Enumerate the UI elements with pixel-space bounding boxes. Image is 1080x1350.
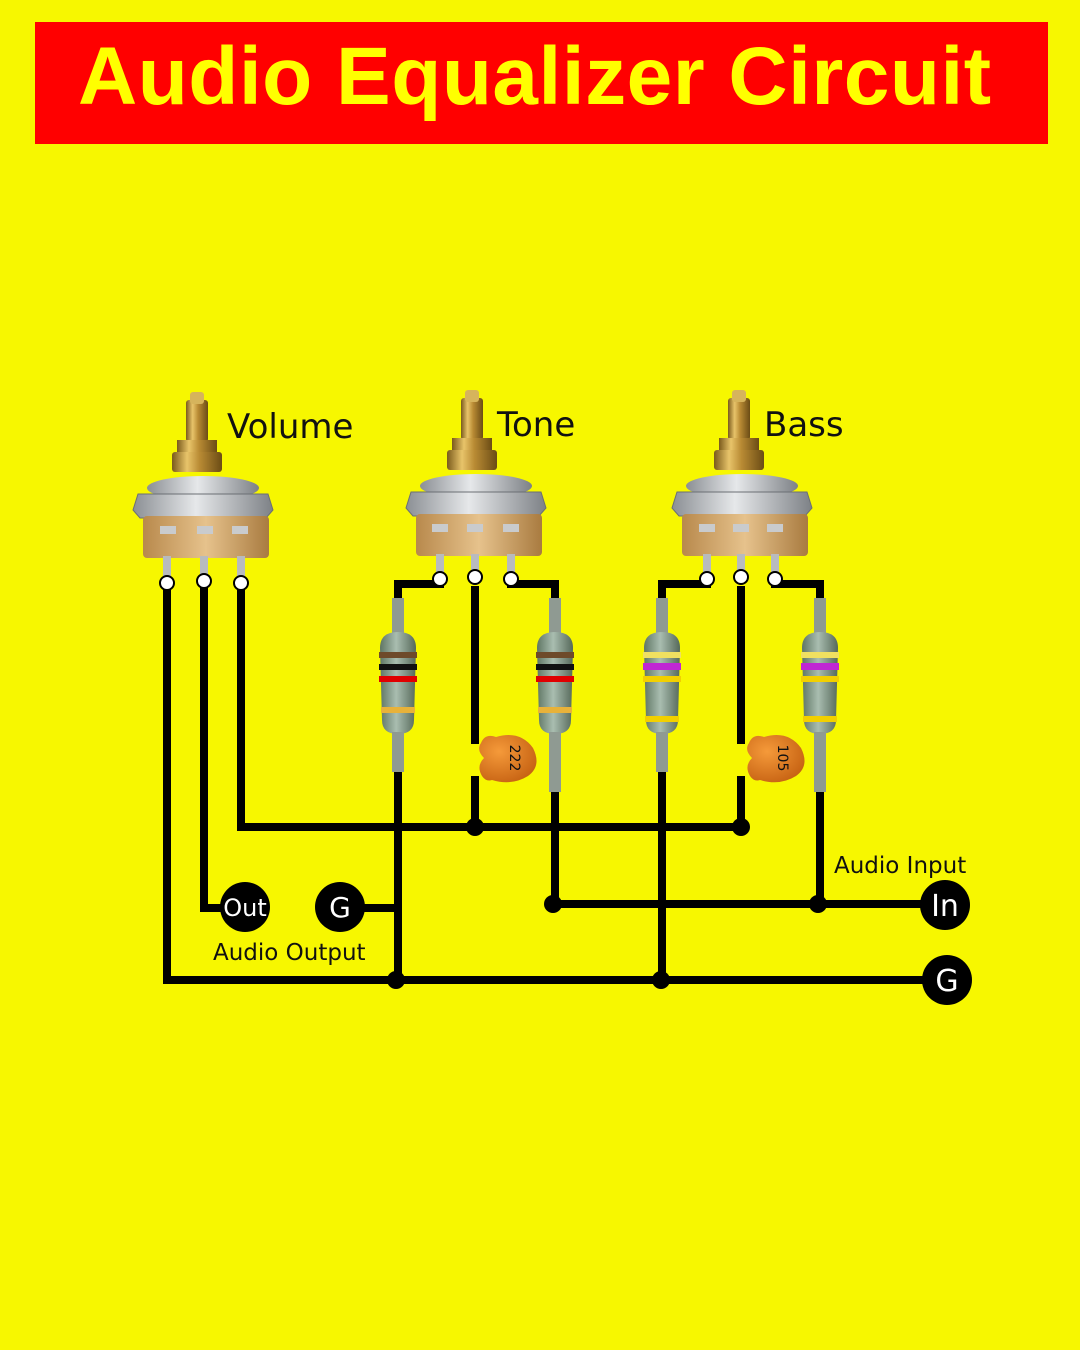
junction-dot [466,818,484,836]
wire-volume-left-to-ground [163,586,952,984]
wires [163,580,952,984]
wire-tone-right [507,580,559,604]
wire-bass-left [658,580,711,604]
junction-dot [544,895,562,913]
wire-volume-right-to-bus [237,586,745,831]
potentiometer-tone[interactable]: Tone [405,390,575,587]
junction-dot [732,818,750,836]
resistor-r4 [801,598,839,792]
junctions [387,818,827,989]
terminal-out[interactable]: Out [220,882,270,932]
potentiometer-bass[interactable]: Bass [671,390,844,587]
wire-tone-left [394,580,444,604]
terminal-label: Out [223,894,267,922]
wire-bass-right [771,580,824,604]
audio-input-label: Audio Input [834,853,966,879]
resistor-r1 [379,598,417,772]
junction-dot [809,895,827,913]
terminal-ground-left[interactable]: G [315,882,365,932]
potentiometer-label: Bass [764,405,844,445]
page-title: Audio Equalizer Circuit [78,31,992,122]
audio-output-label: Audio Output [213,940,366,966]
resistor-r3 [643,598,681,772]
potentiometer-volume[interactable]: Volume [132,392,353,591]
terminal-label: G [935,964,958,999]
terminal-label: In [931,889,959,924]
terminal-ground-right[interactable]: G [922,955,972,1005]
capacitor-code: 222 [506,745,522,772]
wire-r2-to-input [551,786,952,908]
terminal-label: G [329,891,351,924]
junction-dot [387,971,405,989]
junction-dot [652,971,670,989]
terminal-in[interactable]: In [920,880,970,930]
resistor-r2 [536,598,574,792]
capacitor-222: 222 [479,735,537,783]
title-banner [35,22,1048,144]
potentiometer-label: Volume [227,407,353,447]
potentiometer-label: Tone [496,405,575,445]
capacitor-105: 105 [747,735,805,783]
capacitor-code: 105 [774,745,790,772]
